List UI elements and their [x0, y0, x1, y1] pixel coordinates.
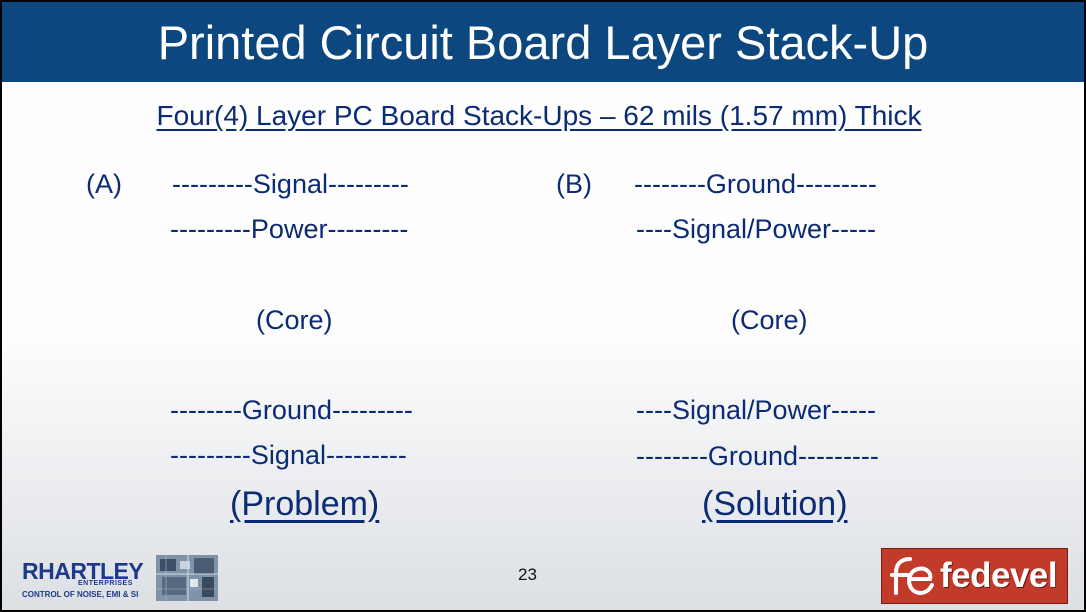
option-b-layer-3: ----Signal/Power-----: [636, 395, 877, 425]
fedevel-fe-icon: [890, 557, 934, 595]
fedevel-logo-name: fedevel: [940, 556, 1058, 595]
title-bar: Printed Circuit Board Layer Stack-Up: [2, 2, 1084, 82]
option-b-layer-1: --------Ground---------: [634, 169, 877, 199]
option-b-layer-2: ----Signal/Power-----: [636, 214, 877, 244]
option-a-core: (Core): [256, 305, 333, 335]
circuit-board-icon: [156, 555, 218, 601]
option-a-label: (A): [86, 169, 122, 199]
option-a-verdict: (Problem): [230, 485, 380, 523]
option-b-verdict: (Solution): [702, 485, 848, 523]
page-number: 23: [518, 565, 537, 584]
fedevel-logo: fedevel: [881, 548, 1068, 604]
rhartley-logo-tagline: CONTROL OF NOISE, EMI & SI: [22, 590, 139, 599]
rhartley-logo-sub: ENTERPRISES: [78, 580, 133, 587]
option-a-layer-1: ---------Signal---------: [172, 169, 409, 199]
rhartley-logo-name: RHARTLEY: [22, 558, 144, 584]
option-a-layer-3: --------Ground---------: [170, 395, 413, 425]
slide-subtitle: Four(4) Layer PC Board Stack-Ups – 62 mi…: [156, 100, 922, 131]
slide-title: Printed Circuit Board Layer Stack-Up: [157, 16, 929, 69]
rhartley-logo: RHARTLEY ENTERPRISES CONTROL OF NOISE, E…: [18, 552, 223, 602]
option-a-layer-4: ---------Signal---------: [170, 440, 407, 470]
option-b-layer-4: --------Ground---------: [636, 441, 879, 471]
option-a-layer-2: ---------Power---------: [170, 214, 409, 244]
option-b-core: (Core): [731, 305, 808, 335]
option-b-label: (B): [556, 169, 592, 199]
